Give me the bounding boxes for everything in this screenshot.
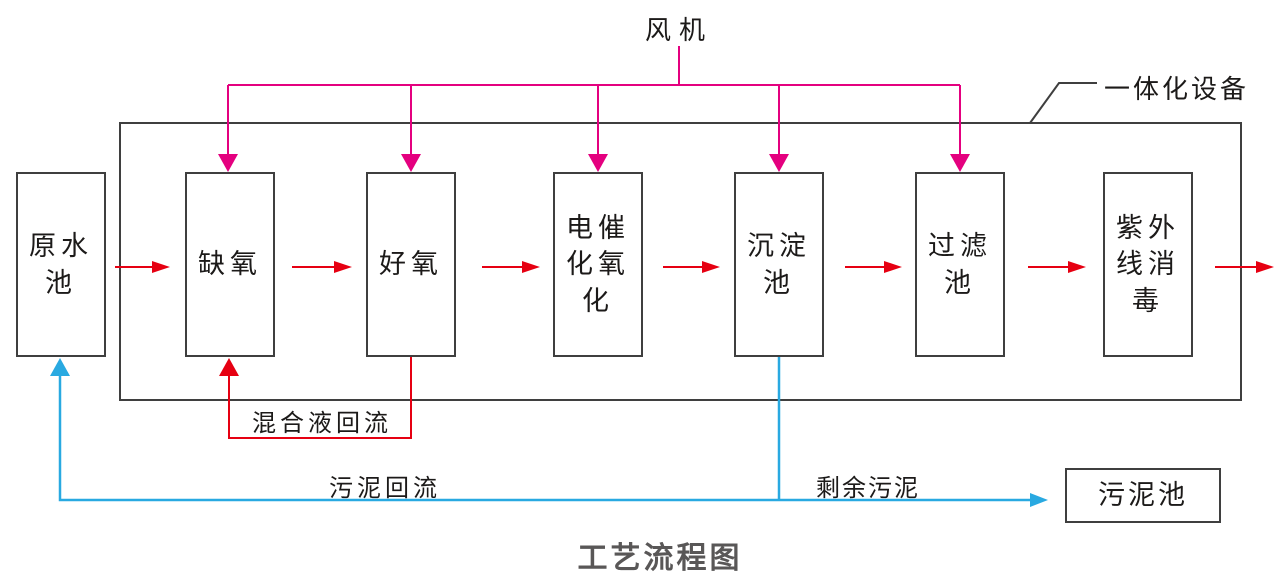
mixed-liquor-return-line [219, 357, 412, 439]
diagram-title: 工艺流程图 [577, 542, 743, 575]
fan-label: 风机 [644, 15, 714, 45]
box-uv-disinfection: 紫外线消毒 [1103, 172, 1193, 357]
box-sludge-tank: 污泥池 [1065, 468, 1221, 523]
sludge-return-line [50, 357, 1048, 507]
integrated-unit-label: 一体化设备 [1104, 74, 1250, 104]
excess-sludge-label: 剩余污泥 [816, 475, 920, 502]
box-anoxic: 缺氧 [185, 172, 275, 357]
mixed-liquor-return-label: 混合液回流 [252, 410, 392, 437]
box-sedimentation-tank: 沉淀池 [734, 172, 824, 357]
integrated-unit-boundary [119, 82, 1242, 401]
main-flow-arrows [115, 261, 1274, 273]
box-aerobic: 好氧 [366, 172, 456, 357]
box-filter-tank: 过滤池 [915, 172, 1005, 357]
sludge-return-label: 污泥回流 [329, 475, 441, 502]
box-raw-water-tank: 原水池 [16, 172, 106, 357]
box-electrocatalytic-oxidation: 电催化氧化 [553, 172, 643, 357]
fan-air-supply-lines [218, 46, 970, 172]
